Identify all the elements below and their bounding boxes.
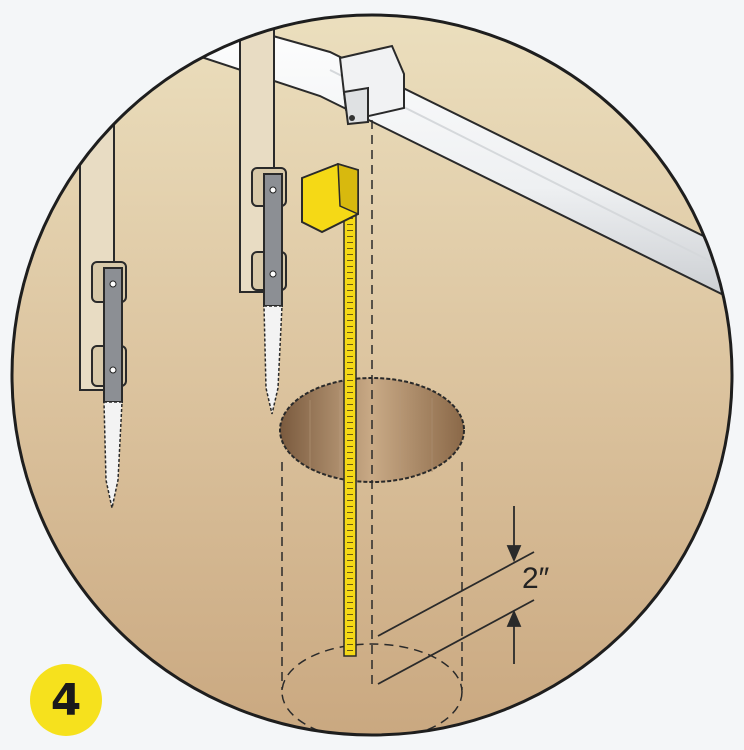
step-number-badge: 4	[30, 664, 102, 736]
dimension-marker	[377, 506, 535, 685]
measuring-tape-icon	[301, 162, 359, 657]
dimension-label: 2″	[522, 562, 550, 595]
detail-circle-border	[10, 13, 734, 737]
projection-lines	[281, 120, 463, 735]
tee-fitting-icon	[338, 44, 405, 126]
middle-hanger-icon	[239, 19, 287, 415]
step-number: 4	[50, 674, 82, 726]
left-hanger-icon	[79, 119, 127, 509]
